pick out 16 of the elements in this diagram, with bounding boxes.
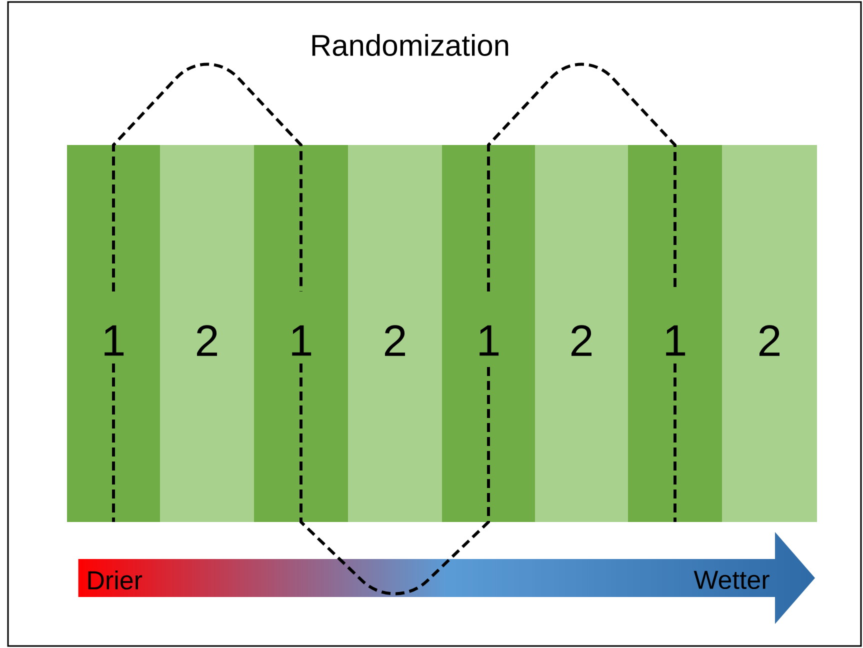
- axis-label: Drier: [88, 570, 142, 590]
- dashed-line: [674, 364, 676, 522]
- field-strip: 1: [442, 145, 535, 522]
- dashed-line: [112, 364, 115, 522]
- field-strip: 2: [160, 145, 254, 522]
- dashed-line: [487, 62, 676, 292]
- field-strip: 2: [348, 145, 442, 522]
- field-strip: 1: [628, 145, 722, 522]
- field-strip: 2: [535, 145, 628, 522]
- field-strip: 1: [67, 145, 160, 522]
- field-strip: 1: [254, 145, 348, 522]
- axis-label: Wetter: [694, 570, 770, 590]
- title: Randomization: [312, 34, 508, 56]
- dashed-line: [300, 364, 490, 596]
- dashed-line: [112, 62, 302, 292]
- field-strip: 2: [722, 145, 817, 522]
